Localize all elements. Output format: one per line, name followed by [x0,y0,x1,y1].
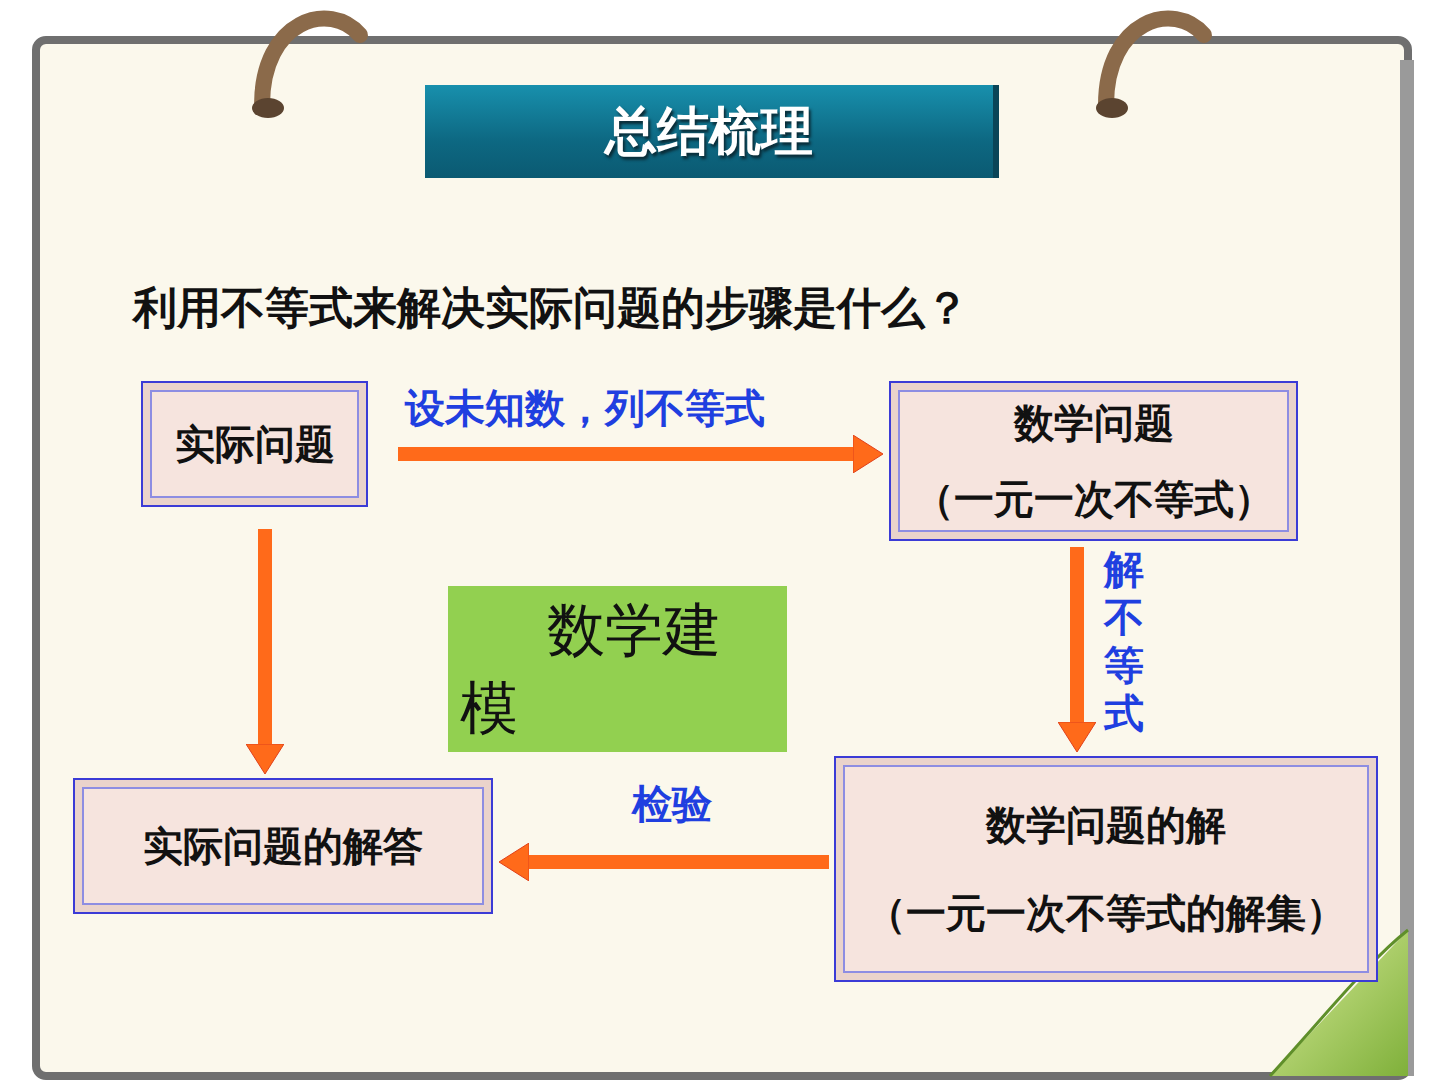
flow-arrow [529,855,829,869]
flow-arrow [1070,547,1084,722]
concept-box: 数学建模 [448,586,787,752]
node-text: （一元一次不等式的解集） [866,887,1346,939]
process-box: 实际问题 [141,381,368,507]
flow-arrow [258,529,272,744]
process-box: 实际问题的解答 [73,778,493,914]
node-text: 实际问题 [175,418,335,470]
node-text: 数学建模 [460,591,775,748]
ring-hole [252,98,284,118]
process-box: 数学问题 （一元一次不等式） [889,381,1298,541]
edge-label: 解不等式 [1104,545,1152,737]
card-edge [1400,60,1414,1076]
binder-ring [1106,19,1204,105]
node-text: （一元一次不等式） [914,473,1274,525]
title-banner: 总结梳理 [425,85,993,178]
node-text: 实际问题的解答 [143,820,423,872]
node-text: 数学问题 [1014,397,1174,449]
process-box: 数学问题的解 （一元一次不等式的解集） [834,756,1378,982]
edge-label: 检验 [632,780,772,828]
node-text: 数学问题的解 [986,799,1226,851]
binder-ring [262,19,360,105]
question-text: 利用不等式来解决实际问题的步骤是什么？ [133,282,1253,335]
notebook-card [36,40,1408,1076]
edge-label: 设未知数，列不等式 [405,384,865,432]
ring-hole [1096,98,1128,118]
flow-arrow [398,447,853,461]
